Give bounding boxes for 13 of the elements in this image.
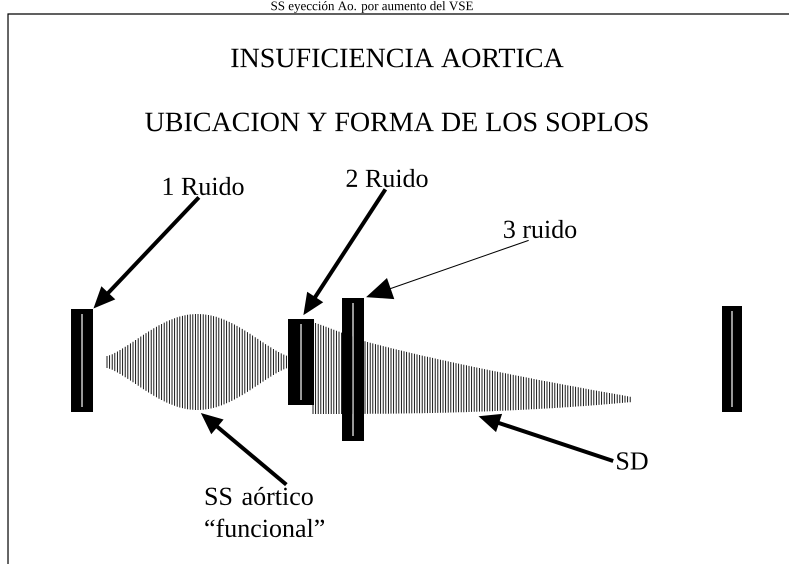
label-text: 3 ruido <box>504 220 576 238</box>
murmur-waveform <box>312 322 631 414</box>
subtitle: UBICACION Y FORMA DE LOS SOPLOS <box>145 112 648 132</box>
murmur-waveform <box>106 314 287 410</box>
sound-bar <box>71 309 93 412</box>
label-text: 1 Ruido <box>164 176 244 196</box>
title: INSUFICIENCIA AORTICA <box>231 48 564 68</box>
sound-bar <box>722 306 742 412</box>
label-text: SD <box>617 452 648 470</box>
label-text: 2 Ruido <box>346 168 428 188</box>
caption-text: SS eyección Ao. por aumento del VSE <box>271 1 473 13</box>
sound-bar <box>288 319 314 405</box>
label-text: SS aórtico “funcional” <box>205 486 324 538</box>
